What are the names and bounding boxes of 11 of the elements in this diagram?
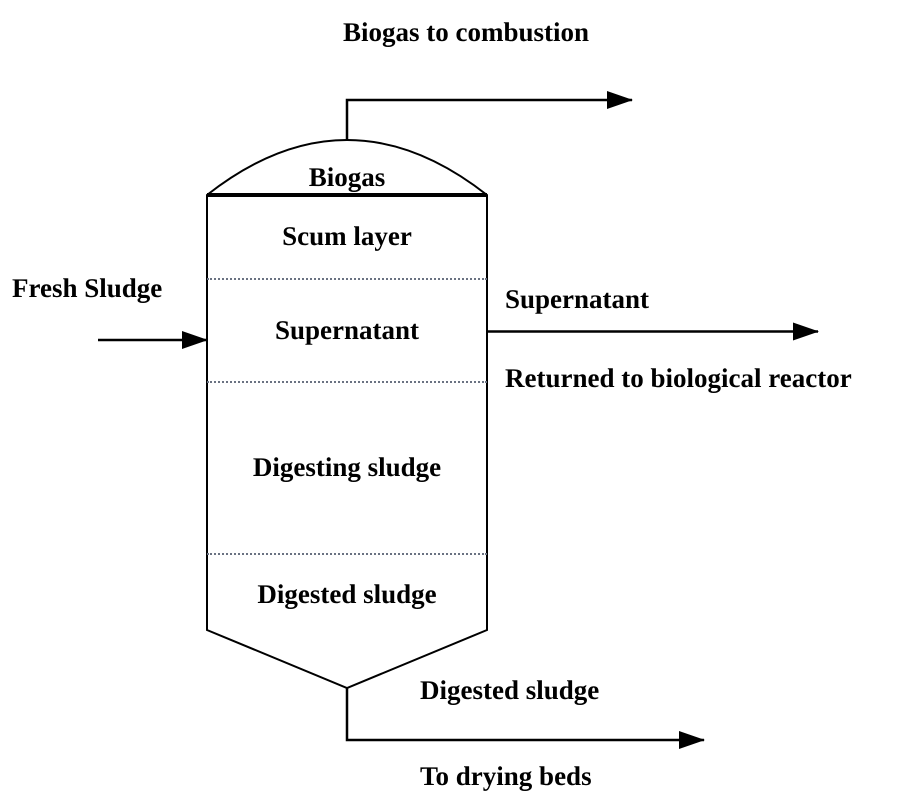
flow-note: To drying beds: [420, 760, 592, 793]
arrow: [98, 331, 208, 349]
tank-layer: Scum layer: [207, 195, 487, 280]
arrow: [487, 322, 819, 340]
arrow: [346, 688, 705, 749]
tank-layer: Digesting sludge: [207, 383, 487, 555]
tank-layer: Biogas: [267, 140, 427, 195]
tank-layer: Supernatant: [207, 280, 487, 383]
tank-layer: Digested sludge: [207, 555, 487, 635]
flow-note: Returned to biological reactor: [505, 362, 852, 395]
arrow: [346, 91, 633, 140]
